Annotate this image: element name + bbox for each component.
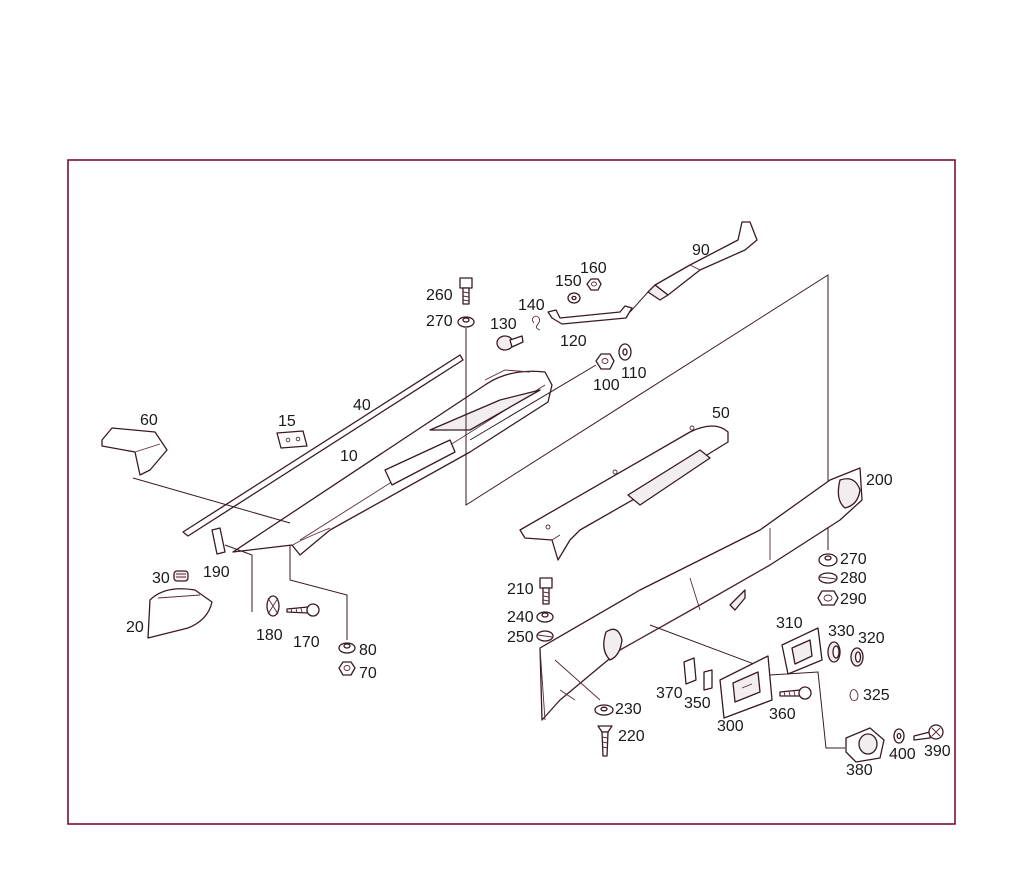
label-270-right: 270 [840,551,867,568]
part-40-trim-strip [182,354,464,537]
part-220-screw [597,725,613,757]
part-160-nut [586,278,602,291]
leader-120-90 [629,291,649,313]
label-325: 325 [863,687,890,704]
part-260-bolt [459,277,473,305]
label-390: 390 [924,743,951,760]
leader-190 [224,544,253,612]
leader-60 [132,477,291,524]
part-330-grommet [827,641,841,663]
label-50: 50 [712,405,730,422]
leader-310-380 [769,671,845,749]
part-250-lock-washer [536,630,554,642]
label-330: 330 [828,623,855,640]
part-10-upper-panel [232,369,553,556]
part-140-clip [531,315,541,331]
part-390-screw [913,724,944,741]
label-170: 170 [293,634,320,651]
part-230-washer [594,704,614,716]
label-190: 190 [203,564,230,581]
label-300: 300 [717,718,744,735]
label-110: 110 [621,365,647,382]
label-270-top: 270 [426,313,453,330]
part-80-washer [338,642,356,654]
part-50-bracket [519,425,729,561]
part-70-nut [338,661,356,676]
label-130: 130 [490,316,517,333]
label-15: 15 [278,413,296,430]
part-310-bezel [781,627,823,675]
part-120-link-rod [547,305,633,325]
label-30: 30 [152,570,170,587]
label-380: 380 [846,762,873,779]
part-200-lower-panel [539,467,863,721]
part-370-clip [683,657,697,685]
label-60: 60 [140,412,158,429]
label-240: 240 [507,609,534,626]
part-270-washer-right [818,553,838,567]
label-40: 40 [353,397,371,414]
part-240-washer [536,611,554,623]
label-200: 200 [866,472,893,489]
part-150-washer [567,292,581,304]
label-320: 320 [858,630,885,647]
label-360: 360 [769,706,796,723]
label-260: 260 [426,287,453,304]
label-350: 350 [684,695,711,712]
part-180-washer [266,595,280,617]
label-80: 80 [359,642,377,659]
label-100: 100 [593,377,620,394]
part-360-screw [779,686,812,700]
part-110-washer [618,343,632,361]
part-130-bolt [496,335,524,351]
leader-100 [469,364,597,441]
part-90-handle [647,221,758,301]
label-310: 310 [776,615,803,632]
diagram-frame [67,159,956,825]
label-90: 90 [692,242,710,259]
label-20: 20 [126,619,144,636]
label-210: 210 [507,581,534,598]
part-320-ring [850,647,864,667]
part-30-grommet [173,570,189,582]
label-400: 400 [889,746,916,763]
leader-frame-10-50 [465,274,829,550]
label-250: 250 [507,629,534,646]
label-120: 120 [560,333,587,350]
label-180: 180 [256,627,283,644]
part-270-washer-top [457,316,475,328]
part-100-nut [595,353,615,370]
label-290: 290 [840,591,867,608]
label-150: 150 [555,273,582,290]
label-370: 370 [656,685,683,702]
part-280-lock-washer [818,572,838,584]
leader-10-80 [289,545,348,640]
part-60-end-cap [101,427,168,476]
leader-200-300 [649,624,771,671]
part-325-clip [849,689,859,701]
label-230: 230 [615,701,642,718]
label-70: 70 [359,665,377,682]
label-140: 140 [518,297,545,314]
part-290-nut [817,590,839,606]
label-220: 220 [618,728,645,745]
part-170-screw [286,603,320,617]
label-10: 10 [340,448,358,465]
label-280: 280 [840,570,867,587]
part-350-clip [703,669,713,691]
part-20-cover [147,588,213,639]
part-400-washer [893,728,905,744]
part-300-bezel [719,655,773,719]
label-160: 160 [580,260,607,277]
part-380-housing [845,727,885,763]
part-15-plate [276,430,308,449]
part-190-clip [211,527,226,555]
part-210-bolt [539,577,553,605]
